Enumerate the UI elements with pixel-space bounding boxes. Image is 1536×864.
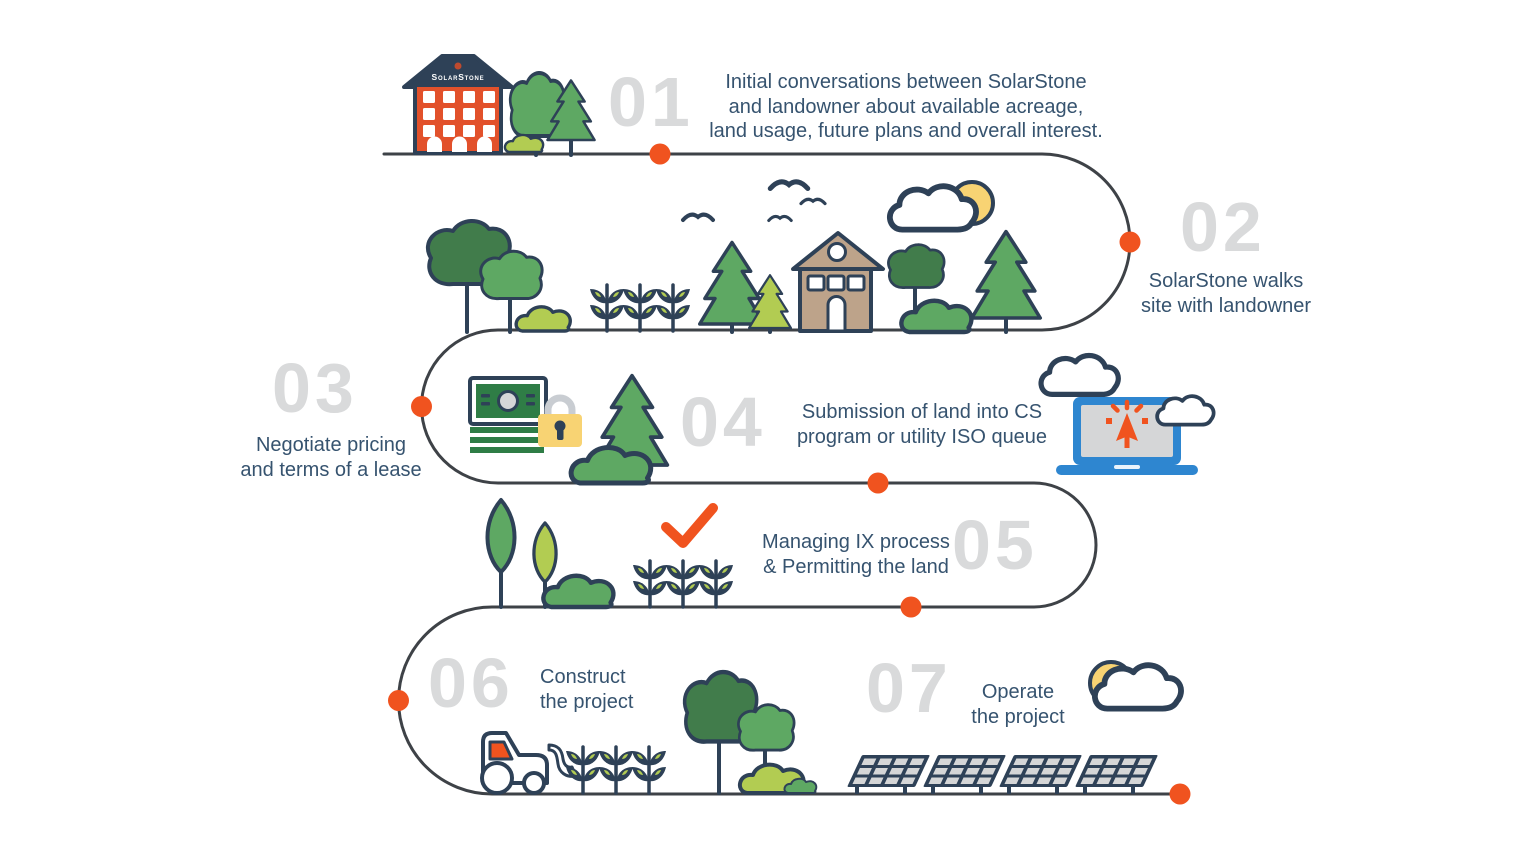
step-06-description: Construct the project bbox=[540, 666, 634, 713]
checkmark-icon bbox=[661, 503, 718, 548]
solarstone-office-building-illustration: SolarStone bbox=[402, 54, 514, 155]
milestone-dot-7 bbox=[1169, 783, 1191, 805]
milestone-dot-2 bbox=[1119, 231, 1141, 253]
tractor-illustration bbox=[480, 731, 578, 795]
process-path bbox=[382, 152, 1182, 796]
step-05-number: 05 bbox=[952, 506, 1038, 584]
step2-scenery bbox=[425, 180, 1042, 333]
step3-tree-and-bush bbox=[571, 373, 670, 483]
step-02-number: 02 bbox=[1180, 188, 1266, 266]
milestone-dot-6 bbox=[388, 690, 409, 711]
click-cursor-icon bbox=[1106, 399, 1148, 448]
step-07-description: Operate the project bbox=[971, 681, 1065, 728]
step-01-description: Initial conversations between SolarStone… bbox=[709, 71, 1103, 142]
sun-and-cloud-icon bbox=[890, 180, 995, 230]
milestone-dot-3 bbox=[411, 396, 432, 417]
laptop-illustration bbox=[1041, 355, 1216, 475]
farm-house-illustration bbox=[791, 231, 885, 333]
cash-stack bbox=[470, 427, 544, 453]
building-logo-mark bbox=[454, 62, 462, 70]
step-03-description: Negotiate pricing and terms of a lease bbox=[240, 434, 422, 481]
solar-panel-array-illustration bbox=[847, 755, 1158, 794]
sun-and-cloud-icon bbox=[1088, 660, 1181, 709]
step-07-number: 07 bbox=[866, 649, 952, 727]
step-05-description: Managing IX process & Permitting the lan… bbox=[762, 531, 950, 578]
step-03-number: 03 bbox=[272, 349, 358, 427]
step6-crops-and-trees bbox=[566, 672, 818, 795]
milestone-dot-1 bbox=[649, 143, 671, 165]
step-06-number: 06 bbox=[428, 644, 514, 722]
cloud-icon bbox=[1155, 394, 1216, 427]
step-04-number: 04 bbox=[680, 383, 766, 461]
step-01-number: 01 bbox=[608, 63, 694, 141]
padlock-icon bbox=[538, 394, 582, 447]
birds-icon bbox=[681, 182, 827, 222]
step1-trees bbox=[503, 70, 596, 157]
step-02-description: SolarStone walks site with landowner bbox=[1140, 270, 1312, 317]
milestone-dot-4 bbox=[867, 472, 889, 494]
cloud-icon bbox=[1041, 355, 1118, 394]
cash-and-padlock-illustration bbox=[468, 376, 582, 453]
building-windows bbox=[423, 91, 495, 152]
step5-scenery bbox=[485, 498, 733, 607]
milestone-dot-5 bbox=[900, 596, 922, 618]
step-04-description: Submission of land into CS program or ut… bbox=[796, 401, 1048, 448]
building-sign: SolarStone bbox=[432, 72, 485, 82]
